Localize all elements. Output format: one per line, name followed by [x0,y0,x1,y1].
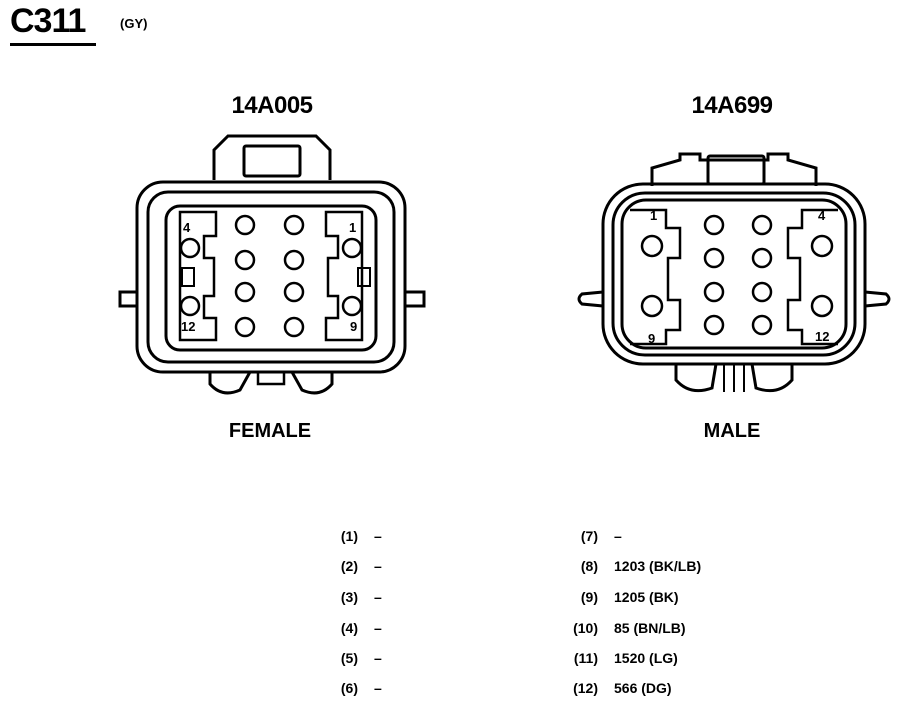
left-connector-gender: FEMALE [228,420,312,442]
female-connector-face [118,134,426,395]
title-underline [10,43,96,46]
male-connector-face [577,152,891,393]
female-pin-label-12: 12 [181,319,195,334]
female-pin-label-9: 9 [350,319,357,334]
male-pin-label-4: 4 [818,208,826,223]
male-pin-label-1: 1 [650,208,657,223]
connector-id: C311 [10,2,86,40]
female-pin-label-1: 1 [349,220,356,235]
right-connector-gender: MALE [703,420,761,442]
left-connector-part-number: 14A005 [231,92,313,119]
female-pin-label-4: 4 [183,220,191,235]
connector-color-code: (GY) [120,16,148,31]
male-pin-holes [640,214,834,336]
female-pin-holes [179,214,363,338]
male-pin-label-9: 9 [648,331,655,346]
right-connector-part-number: 14A699 [691,92,773,119]
male-pin-label-12: 12 [815,329,829,344]
